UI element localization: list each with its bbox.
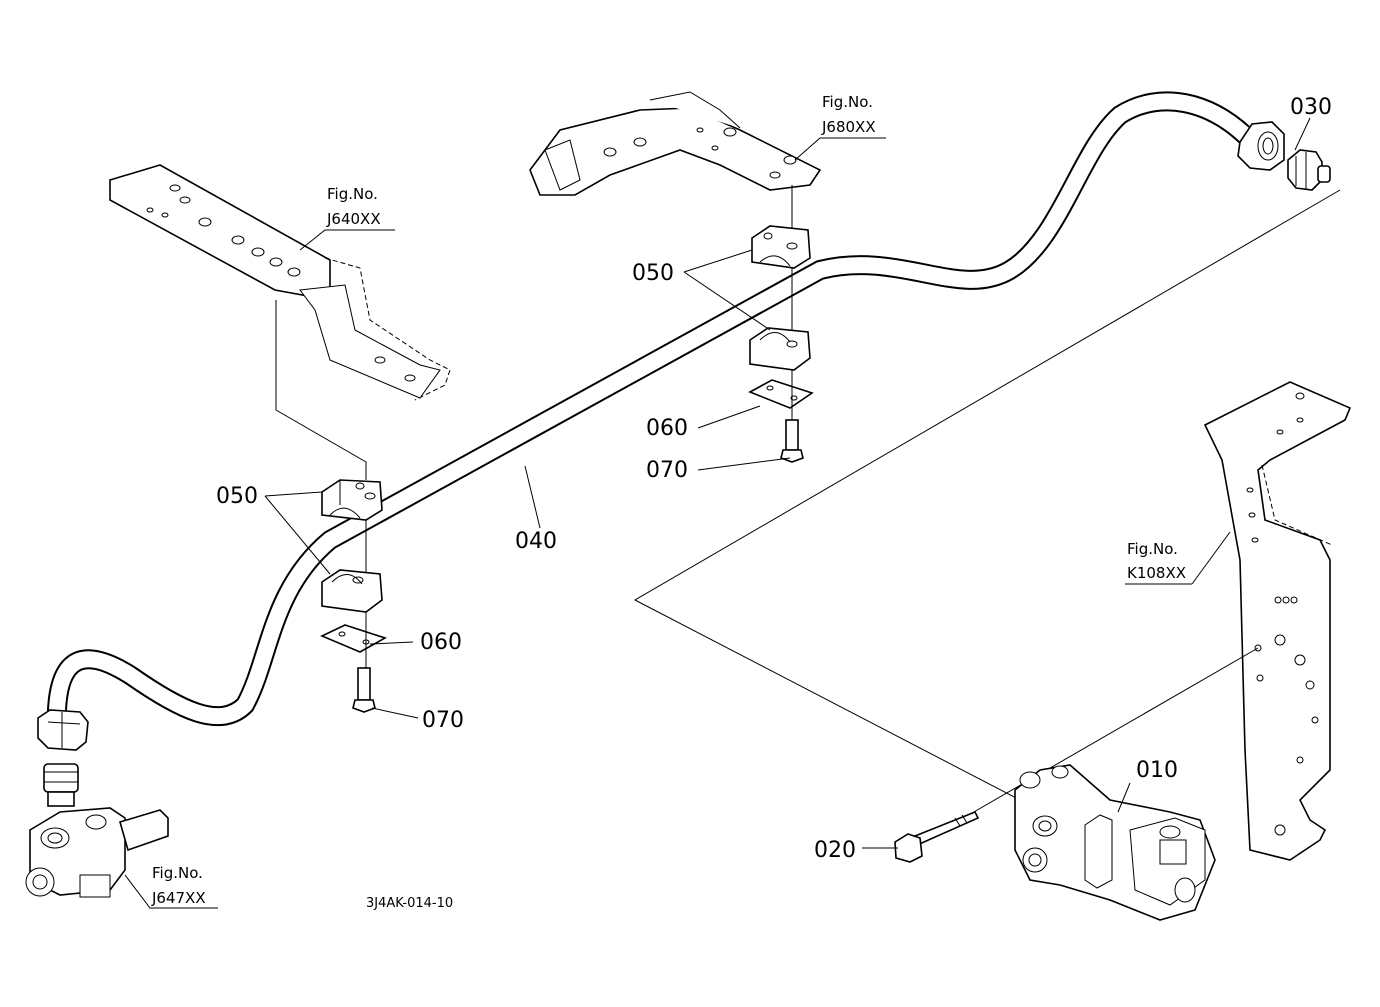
left-adapter-fitting — [43, 763, 79, 807]
clamp-upper-right-050 — [751, 225, 811, 269]
bolt-right-070 — [780, 419, 804, 463]
callout-050-right: 050 — [632, 261, 674, 286]
fig-j647-code: J647XX — [151, 889, 206, 907]
leader-030 — [1294, 117, 1311, 151]
leader-040 — [524, 465, 541, 529]
callout-040: 040 — [515, 529, 557, 554]
leader-fig-k108 — [1125, 531, 1231, 585]
plate-left-060 — [320, 624, 387, 653]
leader-fig-j680 — [794, 137, 886, 161]
clamp-upper-left-050 — [321, 479, 383, 521]
callout-010: 010 — [1136, 758, 1178, 783]
leader-070-left — [371, 707, 419, 719]
bracket-k108 — [1203, 381, 1352, 861]
leader-fig-j640 — [299, 229, 395, 251]
bolt-axis-line — [959, 647, 1259, 821]
fig-k108-title: Fig.No. — [1127, 540, 1178, 558]
bracket-j640 — [109, 164, 451, 401]
fig-j640-title: Fig.No. — [327, 185, 378, 203]
fig-j680-title: Fig.No. — [822, 93, 873, 111]
left-valve-body — [25, 807, 169, 898]
leader-070-right — [697, 457, 791, 471]
bolt-left-070 — [352, 667, 376, 713]
leader-050-left-b — [264, 495, 331, 575]
leader-j640-clamp — [275, 300, 367, 480]
fig-k108-code: K108XX — [1127, 564, 1186, 582]
callout-070-left: 070 — [422, 708, 464, 733]
callout-050-left: 050 — [216, 484, 258, 509]
leader-fig-j647 — [124, 874, 218, 909]
clamp-lower-right-050 — [749, 327, 811, 371]
right-adapter-030 — [1287, 149, 1331, 191]
leader-050-left-a — [264, 491, 323, 497]
bolt-020 — [894, 810, 980, 863]
leader-060-right — [697, 405, 761, 429]
valve-010 — [1014, 764, 1216, 921]
assembly-outline — [633, 189, 1341, 801]
fig-j680-code: J680XX — [821, 118, 876, 136]
callout-030: 030 — [1290, 95, 1332, 120]
fig-j640-code: J640XX — [326, 210, 381, 228]
left-pipe-nut — [37, 709, 89, 751]
right-pipe-nut-030 — [1237, 121, 1285, 171]
clamp-lower-left-050 — [321, 569, 383, 613]
plate-right-060 — [748, 379, 814, 409]
callout-020: 020 — [814, 838, 856, 863]
leader-050-right-b — [683, 271, 771, 331]
leader-060-left — [369, 641, 414, 645]
leader-010 — [1117, 782, 1131, 813]
callout-070-right: 070 — [646, 458, 688, 483]
leader-050-right-a — [683, 249, 753, 273]
callout-060-right: 060 — [646, 416, 688, 441]
bracket-j680 — [529, 91, 822, 196]
fig-j647-title: Fig.No. — [152, 864, 203, 882]
drawing-code: 3J4AK-014-10 — [366, 896, 453, 911]
callout-060-left: 060 — [420, 630, 462, 655]
pipe-040 — [47, 91, 1260, 727]
